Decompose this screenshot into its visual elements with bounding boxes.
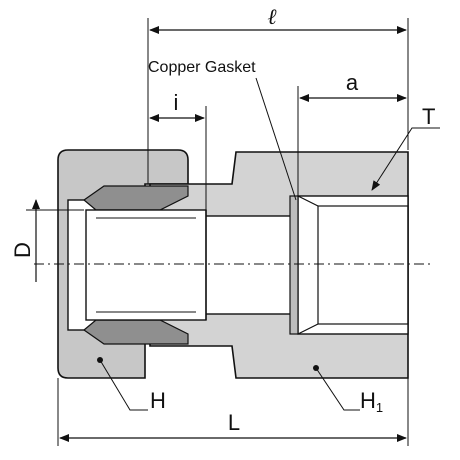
thread-chamfer-top (297, 195, 319, 207)
leader-gasket (255, 77, 297, 201)
label-copper-gasket: Copper Gasket (148, 59, 256, 76)
label-tube-od: D (10, 242, 35, 258)
thread-port-inner (317, 205, 409, 325)
leader-thread (371, 127, 440, 191)
label-overall-length: ℓ (267, 5, 277, 30)
label-body-hex: H1 (360, 388, 383, 415)
label-thread-depth: a (346, 70, 359, 95)
label-nut-hex: H (150, 388, 166, 413)
label-thread: T (422, 104, 435, 129)
copper-gasket (289, 195, 299, 335)
thread-port (297, 195, 409, 335)
leader-h1 (315, 367, 360, 411)
thread-chamfer-bottom (297, 323, 319, 335)
label-insertion: i (174, 90, 179, 115)
tube (85, 209, 207, 321)
leader-h (99, 359, 148, 411)
label-total-length: L (228, 410, 240, 435)
